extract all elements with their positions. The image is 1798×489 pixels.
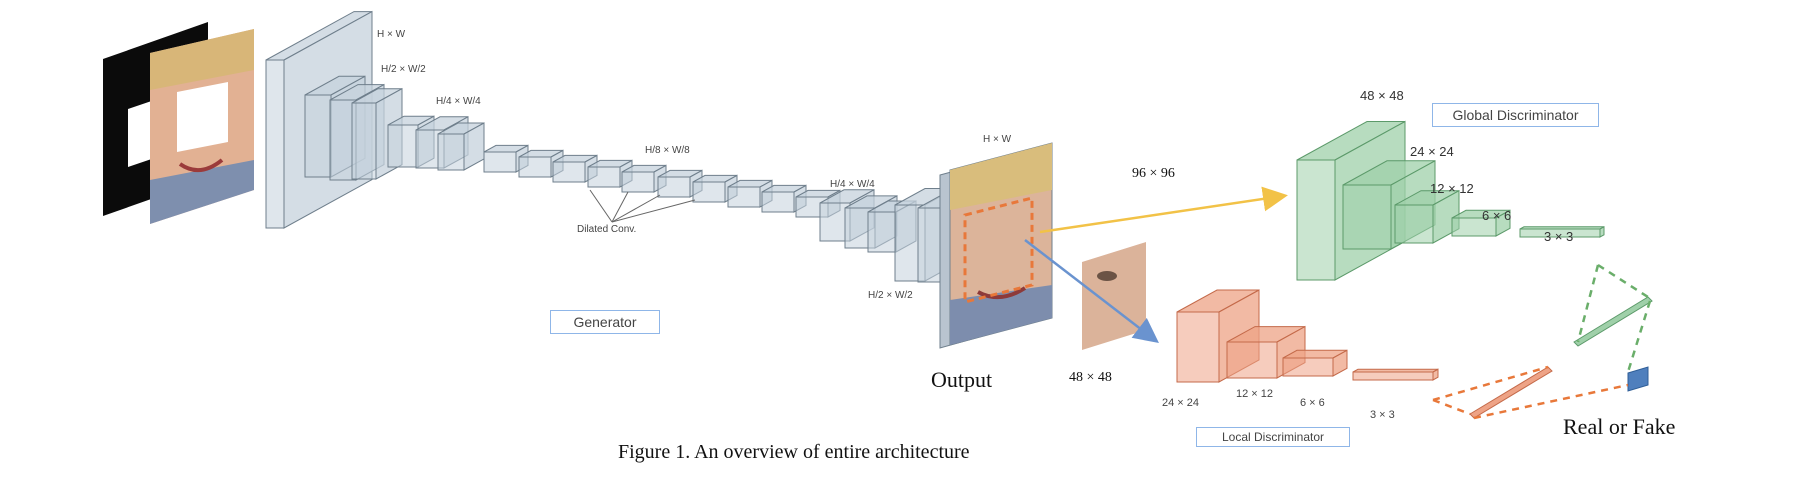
dilated-conv-label: Dilated Conv.: [577, 224, 637, 235]
global-input-dim: 96 × 96: [1132, 166, 1175, 181]
global-dim-0: 48 × 48: [1360, 88, 1404, 103]
dim-label-input: H × W: [377, 29, 406, 40]
global-dim-4: 3 × 3: [1544, 229, 1574, 244]
real-or-fake-label: Real or Fake: [1563, 414, 1676, 439]
global-layer-4: [1451, 209, 1511, 237]
dim-label-half-out: H/2 × W/2: [868, 290, 913, 301]
crop-region-box: [963, 196, 1034, 304]
figure-caption: Figure 1. An overview of entire architec…: [618, 441, 970, 463]
global-input-arrow: [1039, 186, 1288, 234]
local-dim-2: 6 × 6: [1300, 397, 1325, 409]
gen-layer-6: [437, 122, 485, 171]
generator-label: Generator: [550, 310, 660, 334]
global-discriminator-layers: [1296, 120, 1605, 281]
dim-label-quarter: H/4 × W/4: [436, 96, 481, 107]
local-fc-layer: [1469, 366, 1553, 419]
input-masked-face-image: [150, 29, 254, 224]
global-layer-3: [1394, 189, 1460, 244]
local-layer-4: [1352, 368, 1439, 381]
local-input-dim: 48 × 48: [1069, 370, 1112, 385]
dim-label-half: H/2 × W/2: [381, 64, 426, 75]
global-layer-5: [1519, 225, 1605, 238]
dim-label-quarter-out: H/4 × W/4: [830, 179, 875, 190]
global-dim-2: 12 × 12: [1430, 181, 1474, 196]
global-dim-3: 6 × 6: [1482, 208, 1512, 223]
local-input-arrow: [1024, 239, 1159, 344]
local-dim-3: 3 × 3: [1370, 409, 1395, 421]
output-image: [939, 142, 1053, 349]
cropped-patch-image: [1082, 242, 1146, 350]
global-discriminator-label: Global Discriminator: [1432, 103, 1599, 127]
connector-lines: [1432, 263, 1652, 420]
local-discriminator-layers: [1176, 289, 1439, 383]
local-dim-1: 12 × 12: [1236, 388, 1274, 400]
global-dim-1: 24 × 24: [1410, 144, 1454, 159]
local-discriminator-label: Local Discriminator: [1196, 427, 1350, 447]
local-layer-3: [1282, 349, 1348, 377]
output-label: Output: [931, 367, 993, 392]
dim-label-eighth: H/8 × W/8: [645, 145, 690, 156]
global-fc-layer: [1573, 296, 1653, 347]
dim-label-full-out: H × W: [983, 134, 1012, 145]
local-dim-0: 24 × 24: [1162, 397, 1200, 409]
